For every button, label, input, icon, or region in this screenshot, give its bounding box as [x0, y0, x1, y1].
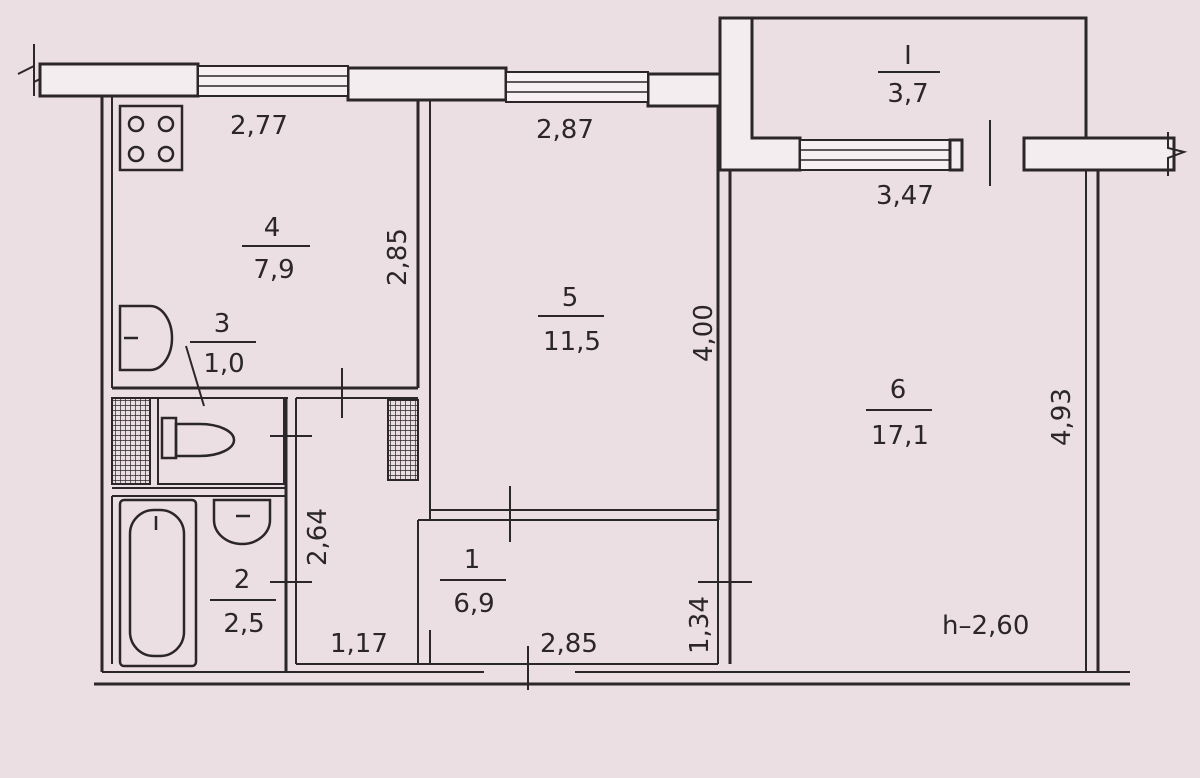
dim-hall-width: 2,85: [540, 629, 598, 659]
dim-bedroom-depth: 4,00: [689, 304, 719, 362]
perimeter-walls: [94, 96, 1130, 690]
dim-living-width: 3,47: [876, 181, 934, 211]
window-bedroom: [505, 71, 649, 103]
svg-text:2,5: 2,5: [223, 609, 264, 639]
dim-kitchen-width: 2,77: [230, 111, 288, 141]
svg-text:4: 4: [264, 213, 281, 243]
room-kitchen-label: 4 7,9: [242, 213, 310, 285]
svg-text:3: 3: [214, 309, 231, 339]
toilet-icon: [160, 416, 236, 460]
svg-text:5: 5: [562, 283, 579, 313]
exterior-living-wall: [799, 120, 1188, 186]
room-balcony-label: I 3,7: [878, 41, 940, 109]
interior-walls: [111, 100, 732, 672]
balcony-door: [799, 139, 951, 171]
window-kitchen: [197, 65, 349, 97]
dim-bathroom-depth: 2,64: [303, 508, 333, 566]
room-hall-label: 1 6,9: [440, 545, 506, 619]
door-marks: [270, 368, 752, 583]
dim-kitchen-depth: 2,85: [383, 228, 413, 286]
dim-living-depth: 4,93: [1047, 388, 1077, 446]
svg-text:I: I: [904, 41, 912, 71]
dim-corridor-width: 1,17: [330, 629, 388, 659]
svg-text:6,9: 6,9: [453, 589, 494, 619]
vent-shaft-right: [387, 399, 419, 481]
svg-text:6: 6: [890, 375, 907, 405]
stove-icon: [118, 104, 184, 172]
room-toilet-label: 3 1,0: [185, 309, 256, 407]
washbasin-icon: [212, 498, 272, 546]
kitchen-sink-icon: [118, 304, 174, 372]
room-bedroom-label: 5 11,5: [538, 283, 604, 357]
room-living-label: 6 17,1: [866, 375, 932, 451]
svg-text:3,7: 3,7: [887, 79, 928, 109]
dim-bedroom-width: 2,87: [536, 115, 594, 145]
vent-shaft-left: [111, 397, 151, 485]
svg-text:1: 1: [464, 545, 481, 575]
svg-text:7,9: 7,9: [253, 255, 294, 285]
room-bathroom-label: 2 2,5: [210, 565, 276, 639]
svg-text:2: 2: [234, 565, 251, 595]
balcony-walls: [752, 16, 1088, 138]
svg-text:17,1: 17,1: [871, 421, 929, 451]
svg-text:11,5: 11,5: [543, 327, 601, 357]
svg-text:1,0: 1,0: [203, 349, 244, 379]
dim-hall-depth: 1,34: [685, 596, 715, 654]
ceiling-height: h–2,60: [942, 611, 1029, 641]
bathtub-icon: [118, 498, 198, 668]
